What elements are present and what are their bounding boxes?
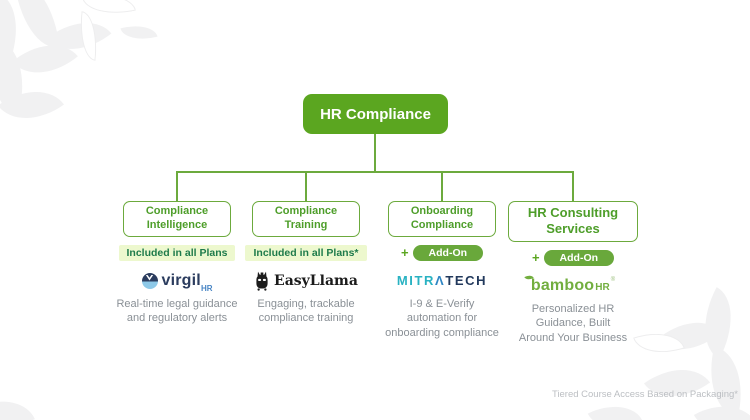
virgilhr-logo: virgil HR [141,268,213,294]
bamboohr-hr-suffix: HR [595,281,610,293]
leaf-decoration [120,20,158,45]
column-description: Personalized HR Guidance, Built Around Y… [518,302,628,344]
bamboohr-logo: bamboo HR ® [524,272,616,299]
virgilhr-wordmark: virgil [161,271,201,289]
connector-line [176,171,574,173]
column-description: I-9 & E-Verify automation for onboarding… [385,297,499,339]
node-label: Compliance Training [274,205,338,231]
badge-row: Included in all Plans* [245,244,367,261]
column-compliance-intelligence: Compliance Intelligence Included in all … [102,201,252,326]
badge-row: + Add-On [400,244,484,261]
addon-badge: Add-On [412,244,484,261]
footer-note: Tiered Course Access Based on Packaging* [551,389,738,400]
included-badge: Included in all Plans* [245,244,367,261]
included-badge: Included in all Plans [118,244,236,261]
connector-line [374,134,376,171]
addon-plus-sign: + [400,245,409,260]
llama-icon [256,271,268,291]
column-description: Engaging, trackable compliance training [257,297,355,325]
connector-line [305,172,307,201]
bamboohr-registered-mark: ® [610,276,616,283]
virgilhr-icon [141,272,158,289]
addon-badge: Add-On [543,249,615,266]
leaf-decoration [643,351,711,415]
leaf-decoration [0,388,35,420]
node-compliance-training: Compliance Training [252,201,360,237]
node-label: Onboarding Compliance [410,205,474,231]
column-description: Real-time legal guidance and regulatory … [116,297,238,325]
easyllama-logo: EasyLlama [254,268,358,294]
badge-row: Included in all Plans [118,244,236,261]
node-compliance-intelligence: Compliance Intelligence [123,201,231,237]
easyllama-wordmark: EasyLlama [274,272,358,289]
node-onboarding-compliance: Onboarding Compliance [388,201,496,237]
root-node-hr-compliance: HR Compliance [303,94,448,134]
bamboohr-wordmark: bamboo [530,276,595,294]
node-label: HR Consulting Services [527,205,619,237]
connector-line [572,172,574,201]
column-hr-consulting-services: HR Consulting Services + Add-On bamboo H… [498,201,648,345]
mitratech-wordmark-navy: TECH [445,273,488,288]
node-label: Compliance Intelligence [145,205,209,231]
badge-row: + Add-On [531,249,615,266]
addon-plus-sign: + [531,250,540,265]
connector-line [441,172,443,201]
column-compliance-training: Compliance Training Included in all Plan… [231,201,381,326]
root-node-label: HR Compliance [320,105,431,123]
node-hr-consulting-services: HR Consulting Services [508,201,638,242]
mitratech-lambda: Λ [435,273,446,288]
mitratech-wordmark-teal: MITR [396,273,436,288]
connector-line [176,172,178,201]
virgilhr-hr-suffix: HR [200,283,213,293]
